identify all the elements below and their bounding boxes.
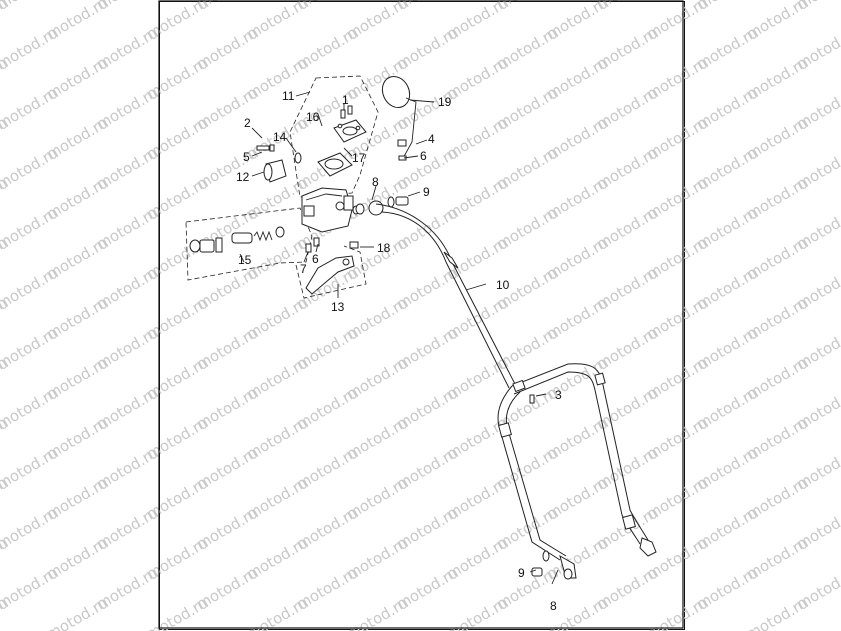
cover-screws (340, 105, 353, 119)
callout-6-lower: 6 (312, 252, 319, 266)
callout-4: 4 (428, 132, 435, 146)
callout-11: 11 (282, 89, 295, 103)
watermark-text: motod.ru (243, 593, 312, 631)
watermark-text: motod.ru (643, 593, 712, 631)
callout-15: 15 (238, 253, 252, 267)
callout-19: 19 (438, 95, 452, 109)
callout-14: 14 (273, 130, 287, 144)
reservoir-cover-group-outline (289, 75, 379, 198)
callout-9-lower: 9 (518, 566, 525, 580)
callout-8-lower: 8 (550, 599, 557, 613)
callout-2: 2 (244, 116, 251, 130)
clamp (263, 159, 287, 183)
banjo-fitting-bottom (531, 550, 573, 580)
callout-10: 10 (496, 278, 510, 292)
callout-3: 3 (555, 388, 562, 402)
callout-1: 1 (342, 93, 349, 107)
callout-18: 18 (377, 241, 391, 255)
pivot-screws (305, 237, 320, 253)
watermark-text: motod.ru (443, 593, 512, 631)
piston-kit-group-outline (185, 207, 313, 281)
callout-17: 17 (352, 151, 366, 165)
callout-labels: 1 2 3 4 5 6 6 7 8 8 9 9 10 11 12 13 14 1… (236, 89, 562, 613)
callout-8-upper: 8 (372, 175, 379, 189)
reservoir-diaphragm (317, 152, 353, 177)
callout-7: 7 (300, 262, 307, 276)
callout-5: 5 (243, 150, 250, 164)
callout-13: 13 (331, 300, 345, 314)
callout-9-upper: 9 (423, 185, 430, 199)
clutch-lever (305, 241, 359, 295)
washer (294, 152, 302, 164)
watermark-text: motod.ru (143, 593, 212, 631)
watermark-text: motod.ru (343, 593, 412, 631)
watermark-text: motod.ru (43, 593, 112, 631)
diagram-frame (159, 1, 685, 630)
callout-6-upper: 6 (420, 149, 427, 163)
lever-group-outline (295, 245, 367, 299)
reservoir-cover (333, 119, 367, 143)
watermark-text: motod.ru (0, 593, 12, 631)
leader-lines (239, 91, 559, 585)
callout-12: 12 (236, 170, 250, 184)
piston-kit (189, 226, 285, 253)
watermark-text: motod.ru (743, 593, 812, 631)
callout-16: 16 (306, 110, 320, 124)
clamp-screw (256, 144, 275, 152)
watermark-text: motod.ru (0, 0, 12, 43)
clutch-hose (375, 203, 657, 579)
hose-clamp (529, 394, 535, 404)
